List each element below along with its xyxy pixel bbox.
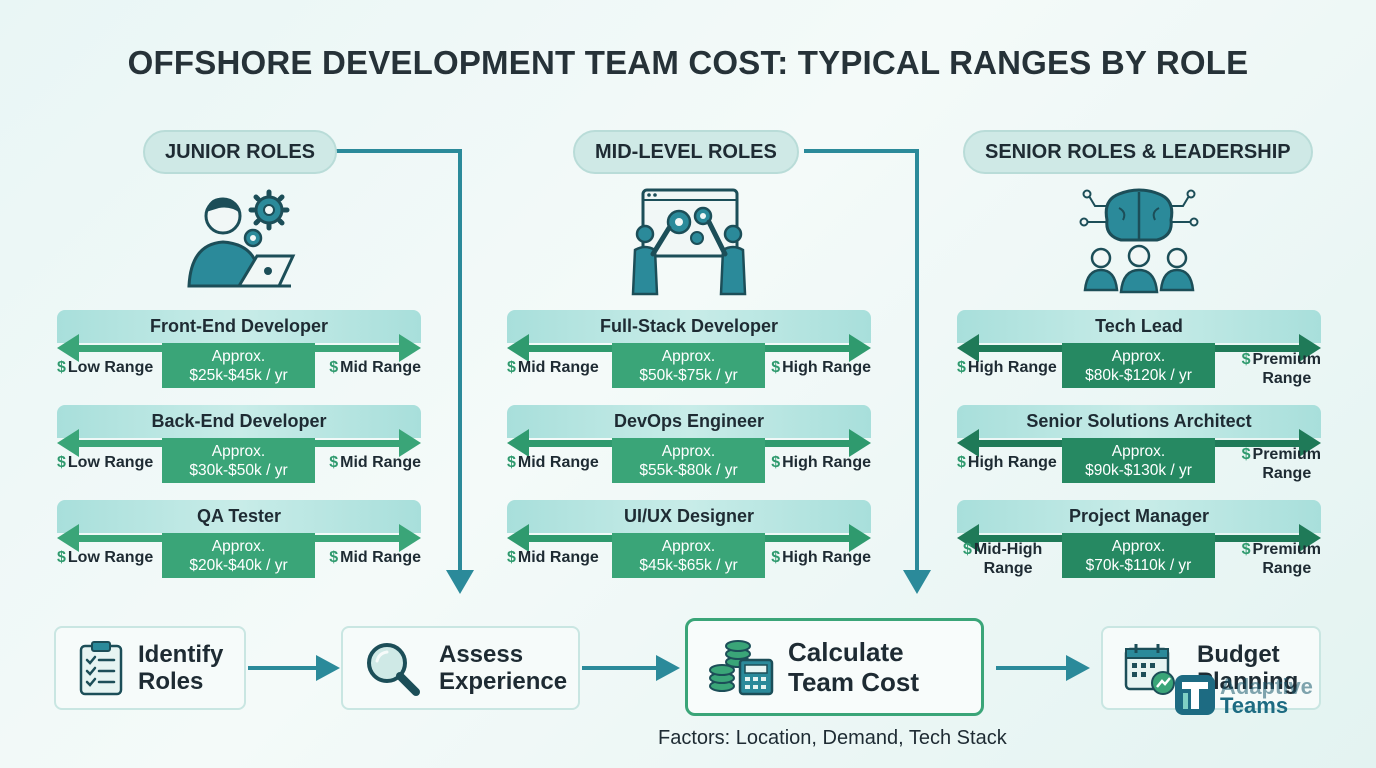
- role-name: Senior Solutions Architect: [957, 405, 1321, 438]
- role-name: Tech Lead: [957, 310, 1321, 343]
- mid-level-roles-heading: MID-LEVEL ROLES: [573, 130, 799, 174]
- high-range-label: $Mid Range: [329, 454, 421, 471]
- dollar-icon: $: [507, 454, 516, 471]
- role-card-devops-engineer: DevOps Engineer Approx.$55k-$80k / yr $M…: [507, 405, 871, 491]
- role-card-qa-tester: QA Tester Approx.$20k-$40k / yr $Low Ran…: [57, 500, 421, 586]
- role-name: Back-End Developer: [57, 405, 421, 438]
- junior-roles-heading: JUNIOR ROLES: [143, 130, 338, 174]
- role-name: QA Tester: [57, 500, 421, 533]
- dollar-icon: $: [329, 454, 339, 471]
- magnifier-icon: [367, 643, 420, 696]
- dollar-icon: $: [57, 359, 66, 376]
- dollar-icon: $: [771, 549, 781, 566]
- dollar-icon: $: [329, 549, 339, 566]
- dollar-icon: $: [771, 359, 781, 376]
- cost-range: Approx.$45k-$65k / yr: [612, 533, 765, 578]
- cost-range: Approx.$90k-$130k / yr: [1062, 438, 1215, 483]
- junior-connector-arrowhead: [446, 570, 474, 594]
- high-range-label: $Mid Range: [329, 549, 421, 566]
- clipboard-checklist-icon: [79, 641, 123, 696]
- role-card-project-manager: Project Manager Approx.$70k-$110k / yr $…: [957, 500, 1321, 586]
- team-gears-board-icon: [631, 188, 747, 296]
- dollar-icon: $: [963, 541, 972, 558]
- mid-connector-arrowhead: [903, 570, 931, 594]
- high-range-label: $High Range: [771, 359, 871, 376]
- role-card-back-end-developer: Back-End Developer Approx.$30k-$50k / yr…: [57, 405, 421, 491]
- role-card-senior-solutions-architect: Senior Solutions Architect Approx.$90k-$…: [957, 405, 1321, 491]
- cost-range: Approx.$55k-$80k / yr: [612, 438, 765, 483]
- dollar-icon: $: [957, 359, 966, 376]
- role-name: Front-End Developer: [57, 310, 421, 343]
- low-range-label: $Low Range: [57, 549, 154, 566]
- cost-range: Approx.$20k-$40k / yr: [162, 533, 315, 578]
- logo-text-line2: Teams: [1220, 693, 1289, 718]
- low-range-label: $High Range: [957, 454, 1057, 471]
- dollar-icon: $: [507, 359, 516, 376]
- dollar-icon: $: [507, 549, 516, 566]
- role-card-ui-ux-designer: UI/UX Designer Approx.$45k-$65k / yr $Mi…: [507, 500, 871, 586]
- t-logo-icon: [1175, 675, 1215, 715]
- cost-range: Approx.$50k-$75k / yr: [612, 343, 765, 388]
- low-range-label: $High Range: [957, 359, 1057, 376]
- role-name: Project Manager: [957, 500, 1321, 533]
- cost-range: Approx.$25k-$45k / yr: [162, 343, 315, 388]
- role-name: Full-Stack Developer: [507, 310, 871, 343]
- adaptive-teams-logo: Adaptive Teams: [1174, 672, 1324, 718]
- calendar-growth-icon: [1124, 644, 1175, 695]
- role-card-full-stack-developer: Full-Stack Developer Approx.$50k-$75k / …: [507, 310, 871, 396]
- role-card-tech-lead: Tech Lead Approx.$80k-$120k / yr $High R…: [957, 310, 1321, 396]
- logo-text-line1: Adaptive: [1220, 674, 1313, 699]
- dollar-icon: $: [957, 454, 966, 471]
- low-range-label: $Mid Range: [507, 359, 599, 376]
- dollar-icon: $: [57, 549, 66, 566]
- high-range-label: $High Range: [771, 454, 871, 471]
- developer-at-laptop-icon: [187, 189, 296, 288]
- dollar-icon: $: [771, 454, 781, 471]
- cost-range: Approx.$70k-$110k / yr: [1062, 533, 1215, 578]
- low-range-label: $Low Range: [57, 454, 154, 471]
- role-name: DevOps Engineer: [507, 405, 871, 438]
- role-name: UI/UX Designer: [507, 500, 871, 533]
- junior-connector: [336, 149, 462, 572]
- dollar-icon: $: [1241, 446, 1251, 463]
- dollar-icon: $: [57, 454, 66, 471]
- dollar-icon: $: [329, 359, 339, 376]
- role-card-front-end-developer: Front-End Developer Approx.$25k-$45k / y…: [57, 310, 421, 396]
- cost-factors-note: Factors: Location, Demand, Tech Stack: [658, 727, 1007, 749]
- cost-range: Approx.$80k-$120k / yr: [1062, 343, 1215, 388]
- page-title: OFFSHORE DEVELOPMENT TEAM COST: TYPICAL …: [127, 44, 1249, 81]
- low-range-label: $Mid Range: [507, 549, 599, 566]
- high-range-label: $High Range: [771, 549, 871, 566]
- mid-connector: [804, 149, 919, 572]
- dollar-icon: $: [1241, 541, 1251, 558]
- cost-range: Approx.$30k-$50k / yr: [162, 438, 315, 483]
- dollar-icon: $: [1241, 351, 1251, 368]
- high-range-label: $Mid Range: [329, 359, 421, 376]
- senior-roles-heading: SENIOR ROLES & LEADERSHIP: [963, 130, 1313, 174]
- low-range-label: $Mid Range: [507, 454, 599, 471]
- low-range-label: $Low Range: [57, 359, 154, 376]
- coins-calculator-icon: [709, 640, 774, 696]
- brain-network-leaders-icon: [1079, 188, 1199, 294]
